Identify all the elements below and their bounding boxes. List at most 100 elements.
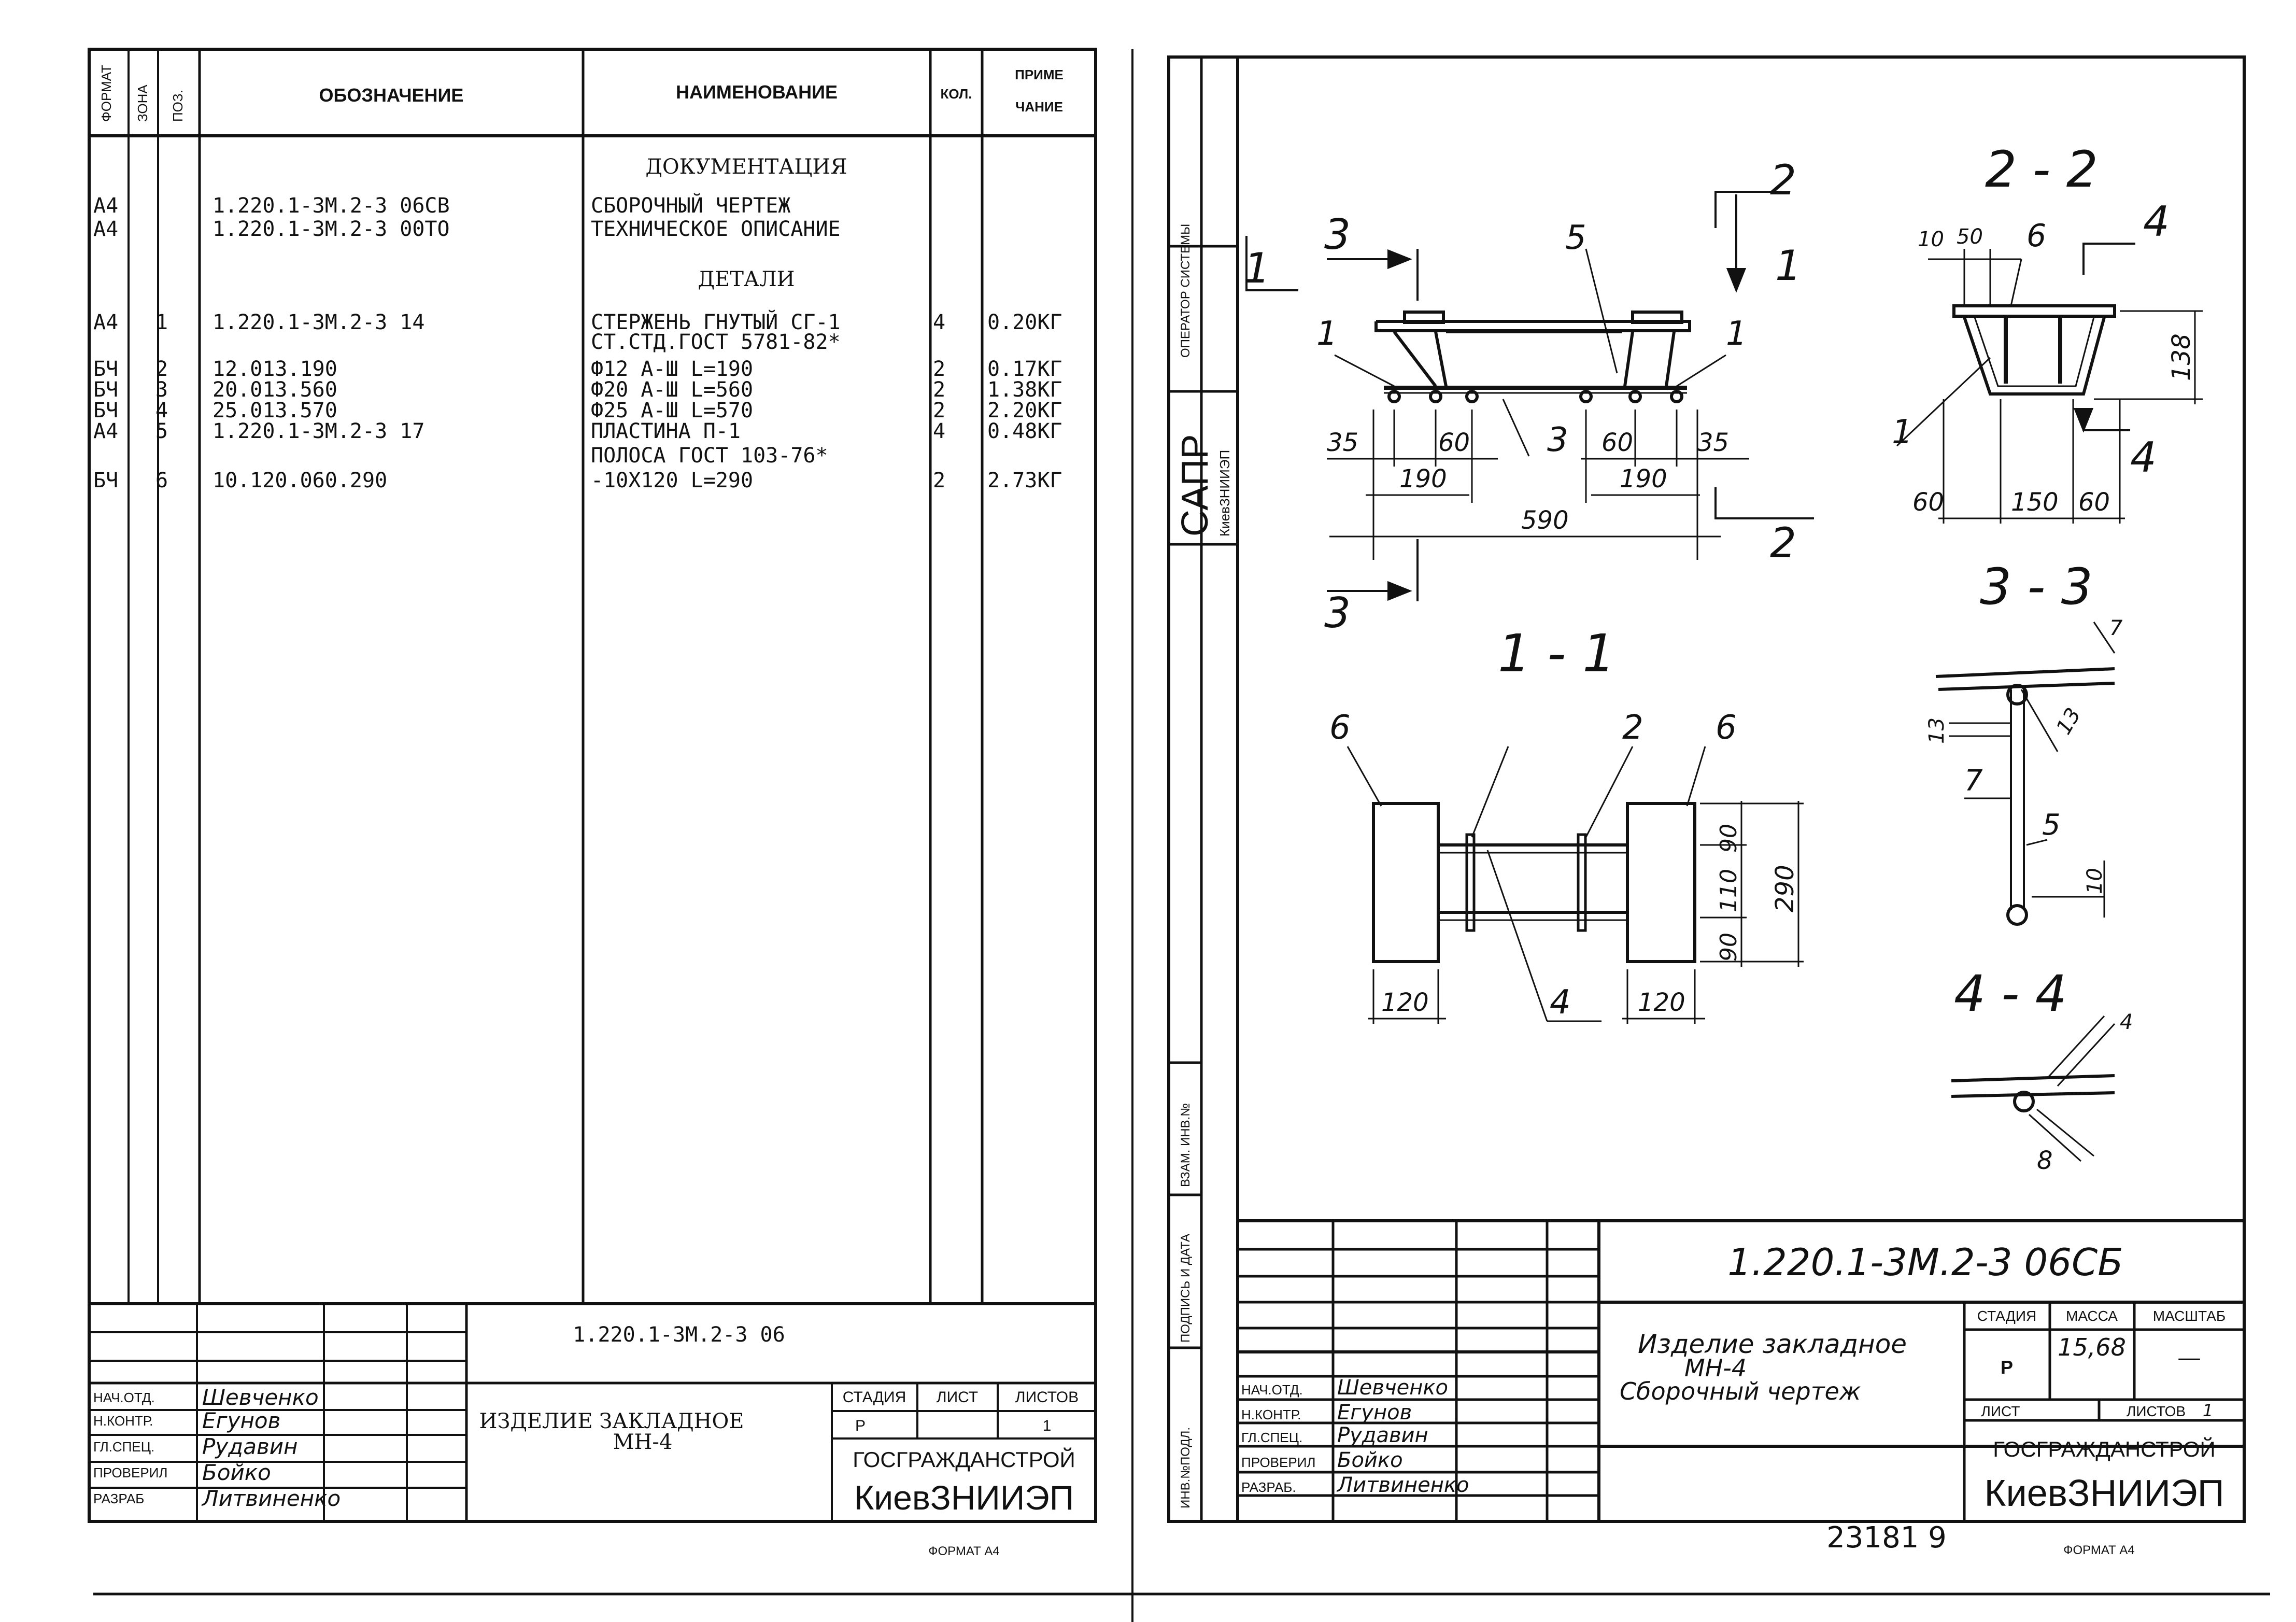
dim-7-top: 7 — [2109, 616, 2123, 640]
spec-row-designation: 1.220.1-3М.2-3 17 — [212, 419, 424, 443]
spec-row-qty: 4 — [933, 311, 945, 334]
assembly-mass: 15,68 — [2058, 1333, 2126, 1361]
dim-13-left: 13 — [1925, 717, 1949, 744]
section-title-1-1: 1 - 1 — [1498, 623, 1615, 684]
section-3-3-labels: 3 - 3 7 13 13 7 5 10 — [1925, 558, 2123, 894]
assembly-scale-label: МАСШТАБ — [2153, 1308, 2226, 1324]
spec-row-designation: 25.013.570 — [212, 399, 337, 422]
assembly-sheets: 1 — [2203, 1401, 2213, 1420]
spec-signatures: НАЧ.ОТД.ШевченкоН.КОНТР.ЕгуновГЛ.СПЕЦ.Ру… — [93, 1385, 341, 1511]
cut-mark-2-bottom: 2 — [1770, 519, 1796, 567]
section-details: ДЕТАЛИ — [698, 267, 795, 291]
dim-60-22-left: 60 — [1912, 488, 1944, 517]
spec-frame — [88, 48, 1097, 1523]
header-designation: ОБОЗНАЧЕНИЕ — [319, 84, 464, 106]
section-title-4-4: 4 - 4 — [1954, 965, 2067, 1023]
cut-mark-3-bottom: 3 — [1324, 589, 1351, 637]
spec-row-format: А4 — [93, 217, 118, 241]
spec-row-designation: 1.220.1-3М.2-3 06СВ — [212, 194, 450, 218]
spec-row-pos: 5 — [155, 419, 168, 443]
section-documentation: ДОКУМЕНТАЦИЯ — [645, 155, 847, 179]
spec-row-qty: 2 — [933, 378, 945, 402]
cut-mark-2-top: 2 — [1770, 156, 1796, 204]
assembly-role: ГЛ.СПЕЦ. — [1241, 1430, 1302, 1445]
spec-sheets-label: ЛИСТОВ — [1015, 1389, 1079, 1406]
dim-7-mid: 7 — [1964, 764, 1983, 798]
header-note-2: ЧАНИЕ — [1015, 99, 1063, 115]
spec-row-format: БЧ — [93, 378, 118, 402]
spec-row-name: Ф25 А-Ш L=570 — [591, 399, 753, 422]
assembly-sheets-label: ЛИСТОВ — [2127, 1403, 2186, 1419]
dim-8: 8 — [2037, 1146, 2053, 1175]
spec-row-format: А4 — [93, 194, 118, 218]
section-4-4-labels: 4 - 4 4 8 — [1954, 965, 2133, 1175]
spec-row-note: 2.73КГ — [987, 469, 1062, 492]
dim-90-top: 90 — [1716, 824, 1742, 853]
spec-row-pos: 2 — [155, 357, 168, 381]
assembly-signatures: НАЧ.ОТД.ШевченкоН.КОНТР.ЕгуновГЛ.СПЕЦ.Ру… — [1241, 1376, 1469, 1497]
spec-row-name: ПОЛОСА ГОСТ 103-76* — [591, 444, 828, 468]
spec-sheet-label: ЛИСТ — [937, 1389, 978, 1406]
spec-row-pos: 4 — [155, 399, 168, 422]
spec-row-designation: 1.220.1-3М.2-3 00ТО — [212, 217, 450, 241]
pos-5-label: 5 — [1565, 219, 1586, 257]
section-2-2-labels: 2 - 2 10 50 6 4 4 1 138 60 150 60 — [1892, 140, 2196, 517]
dim-60-left: 60 — [1438, 428, 1470, 457]
pos-4-label: 4 — [1550, 983, 1571, 1022]
spec-row-note: 2.20КГ — [987, 399, 1062, 422]
archive-stamp: 23181 9 — [1826, 1521, 1947, 1555]
assembly-signer-name: Рудавин — [1337, 1423, 1428, 1447]
side-label-inv: ИНВ.№ПОДЛ. — [1179, 1427, 1193, 1508]
assembly-stage: Р — [2001, 1357, 2013, 1378]
side-label-operator: ОПЕРАТОР СИСТЕМЫ — [1179, 224, 1193, 358]
spec-role: ГЛ.СПЕЦ. — [93, 1439, 154, 1455]
spec-title-block: 1.220.1-3М.2-3 06 ИЗДЕЛИЕ ЗАКЛАДНОЕ МН-4… — [479, 1323, 1079, 1558]
dim-60-22-right: 60 — [2078, 488, 2110, 517]
assembly-stage-label: СТАДИЯ — [1977, 1308, 2036, 1324]
side-label-org: КиевЗНИИЭП — [1217, 450, 1232, 537]
spec-row-qty: 2 — [933, 469, 945, 492]
spec-signer-name: Литвиненко — [201, 1486, 341, 1511]
header-format: ФОРМАТ — [98, 65, 114, 122]
section-4-4 — [1951, 1015, 2116, 1162]
spec-row-designation: 1.220.1-3М.2-3 14 — [212, 311, 424, 334]
spec-header: ФОРМАТ ЗОНА ПОЗ. ОБОЗНАЧЕНИЕ НАИМЕНОВАНИ… — [98, 65, 1064, 122]
spec-row-note: 1.38КГ — [987, 378, 1062, 402]
assembly-role: Н.КОНТР. — [1241, 1407, 1301, 1422]
assembly-signer-name: Литвиненко — [1336, 1473, 1469, 1497]
assembly-format: ФОРМАТ А4 — [2063, 1543, 2134, 1557]
dim-10-33: 10 — [2083, 868, 2107, 894]
section-2-2 — [1896, 243, 2203, 524]
spec-row-designation: 12.013.190 — [212, 357, 337, 381]
pos-1-label-22: 1 — [1892, 413, 1913, 452]
spec-row-name: СТ.СТД.ГОСТ 5781-82* — [591, 330, 841, 354]
dim-190-left: 190 — [1399, 464, 1447, 493]
spec-role: НАЧ.ОТД. — [93, 1390, 155, 1405]
spec-role: Н.КОНТР. — [93, 1413, 153, 1429]
assembly-scale: — — [2177, 1344, 2201, 1372]
spec-row-name: ТЕХНИЧЕСКОЕ ОПИСАНИЕ — [591, 217, 841, 241]
spec-row-pos: 1 — [155, 311, 168, 334]
header-qty: КОЛ. — [941, 86, 972, 102]
dim-150: 150 — [2011, 488, 2059, 517]
side-label-sapr: САПР — [1174, 434, 1216, 537]
pos-3-label: 3 — [1547, 421, 1568, 459]
dim-120-right: 120 — [1638, 988, 1685, 1017]
spec-signer-name: Егунов — [202, 1408, 280, 1433]
cut-mark-4-top: 4 — [2143, 198, 2170, 246]
assembly-title-3: Сборочный чертеж — [1620, 1377, 1861, 1405]
assembly-frame — [1167, 55, 2246, 1523]
spec-signer-name: Рудавин — [202, 1434, 297, 1459]
spec-row-format: А4 — [93, 311, 118, 334]
spec-org-2: КиевЗНИИЭП — [854, 1478, 1074, 1517]
section-1-1 — [1347, 746, 1804, 1024]
dim-290: 290 — [1770, 865, 1799, 912]
assembly-sheet-label: ЛИСТ — [1981, 1403, 2020, 1419]
assembly-signer-name: Бойко — [1337, 1448, 1403, 1472]
assembly-org-2: КиевЗНИИЭП — [1985, 1473, 2224, 1514]
spec-sheets: 1 — [1043, 1417, 1052, 1434]
pos-6-label-right: 6 — [1716, 709, 1737, 747]
spec-row-name: Ф20 А-Ш L=560 — [591, 378, 753, 402]
spec-row-note: 0.48КГ — [987, 419, 1062, 443]
spec-stage: Р — [855, 1417, 866, 1434]
